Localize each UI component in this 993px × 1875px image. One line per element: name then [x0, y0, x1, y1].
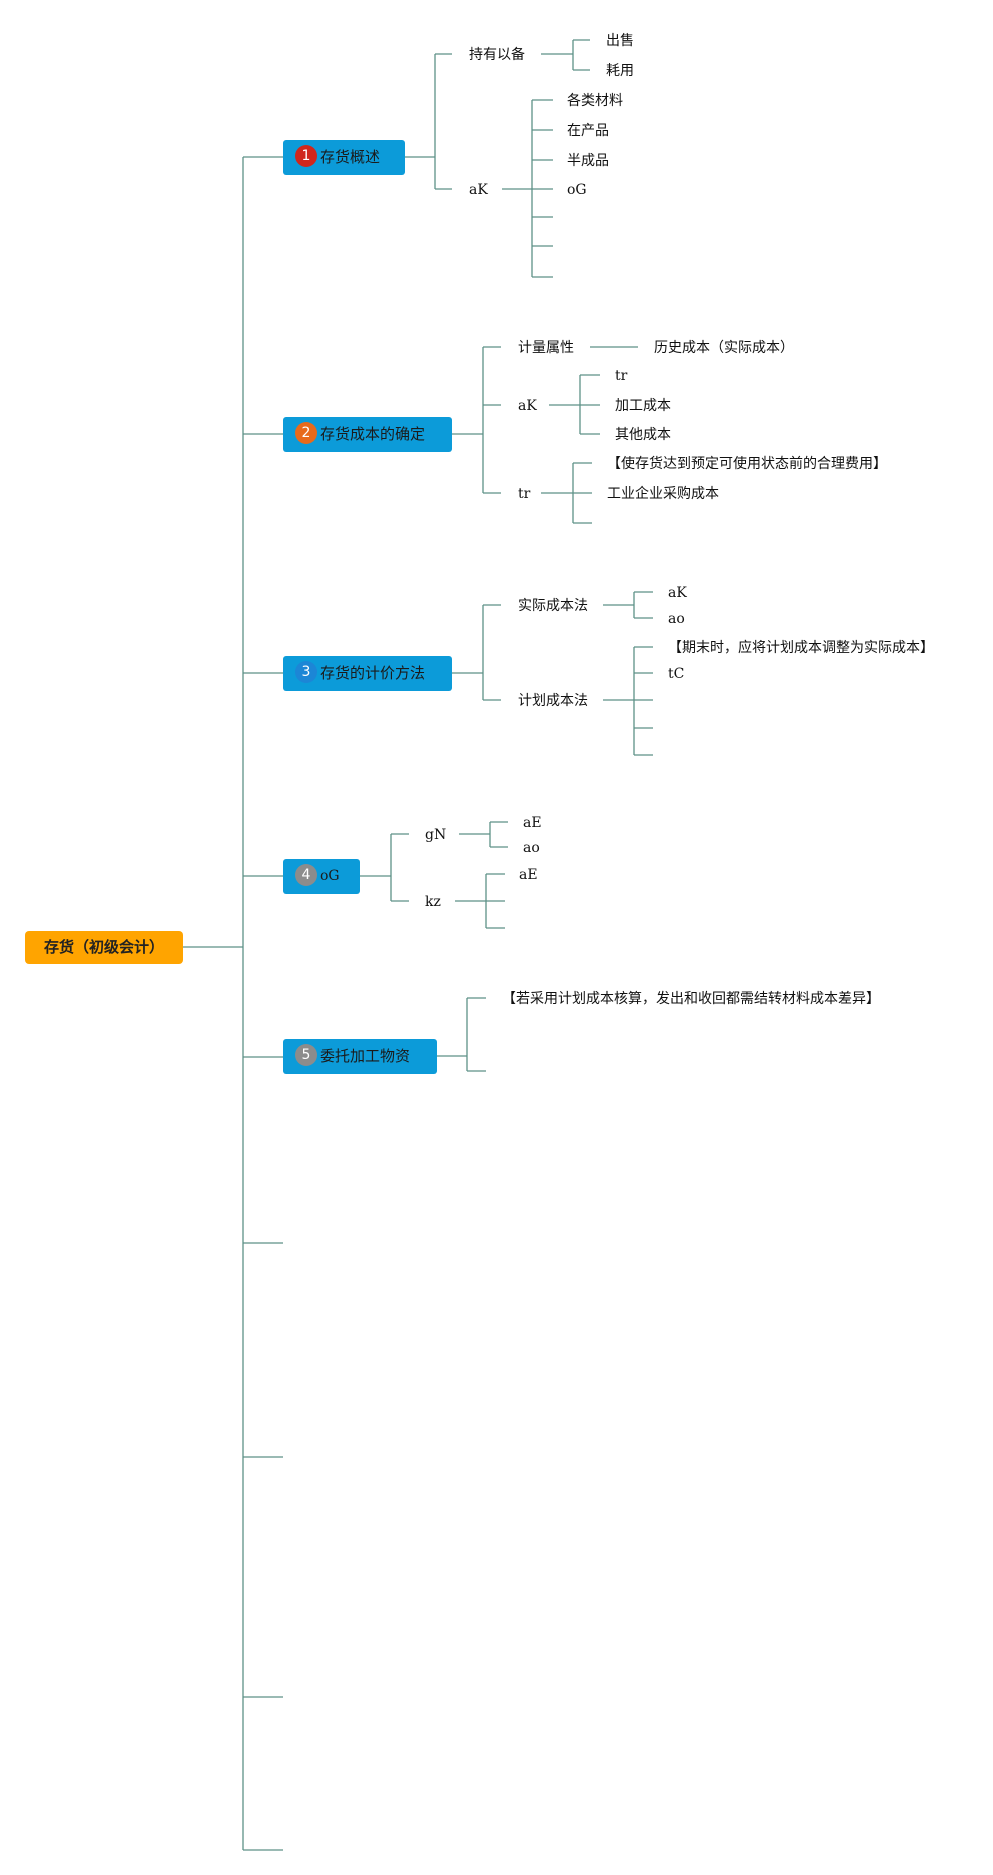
- number-badge-4: 4: [295, 864, 317, 886]
- node-tc[interactable]: tC: [668, 666, 685, 682]
- node-wip[interactable]: 在产品: [567, 123, 609, 139]
- topic-label: 存货成本的确定: [320, 425, 426, 443]
- node-ak[interactable]: aK: [668, 585, 687, 601]
- topic-label: 存货概述: [320, 148, 381, 166]
- node-measurement[interactable]: 计量属性: [518, 340, 574, 356]
- number-badge-2: 2: [295, 422, 317, 444]
- number-badge-5: 5: [295, 1044, 317, 1066]
- node-ae[interactable]: aE: [519, 867, 538, 883]
- number-badge-3: 3: [295, 661, 317, 683]
- node-reasonable-expenses[interactable]: 【使存货达到预定可使用状态前的合理费用】: [607, 456, 887, 472]
- node-ao[interactable]: ao: [523, 840, 540, 856]
- node-historical-cost[interactable]: 历史成本（实际成本）: [654, 340, 794, 356]
- number-badge-1: 1: [295, 145, 317, 167]
- root-node[interactable]: 存货（初级会计）: [25, 931, 183, 964]
- node-sale[interactable]: 出售: [606, 33, 634, 49]
- node-ak[interactable]: aK: [469, 182, 488, 198]
- node-ao[interactable]: ao: [668, 611, 685, 627]
- node-planned-cost-method[interactable]: 计划成本法: [518, 693, 588, 709]
- node-actual-cost-method[interactable]: 实际成本法: [518, 598, 588, 614]
- node-holding[interactable]: 持有以备: [469, 47, 525, 63]
- topic-label: oG: [320, 868, 340, 884]
- node-semi-finished[interactable]: 半成品: [567, 153, 609, 169]
- node-materials[interactable]: 各类材料: [567, 93, 623, 109]
- node-processing-cost[interactable]: 加工成本: [615, 398, 671, 414]
- node-ak[interactable]: aK: [518, 398, 537, 414]
- node-material-variance[interactable]: 【若采用计划成本核算，发出和收回都需结转材料成本差异】: [502, 991, 880, 1007]
- node-other-cost[interactable]: 其他成本: [615, 427, 671, 443]
- topic-label: 存货的计价方法: [320, 664, 426, 682]
- node-kz[interactable]: kz: [425, 894, 441, 910]
- node-period-end-adjust[interactable]: 【期末时，应将计划成本调整为实际成本】: [668, 640, 934, 656]
- node-og[interactable]: oG: [567, 182, 587, 198]
- node-ae[interactable]: aE: [523, 815, 542, 831]
- node-gn[interactable]: gN: [425, 827, 447, 843]
- topic-label: 委托加工物资: [320, 1047, 411, 1065]
- node-tr[interactable]: tr: [615, 368, 628, 384]
- node-purchase-cost[interactable]: 工业企业采购成本: [607, 486, 719, 502]
- node-tr[interactable]: tr: [518, 486, 531, 502]
- node-consume[interactable]: 耗用: [606, 63, 634, 79]
